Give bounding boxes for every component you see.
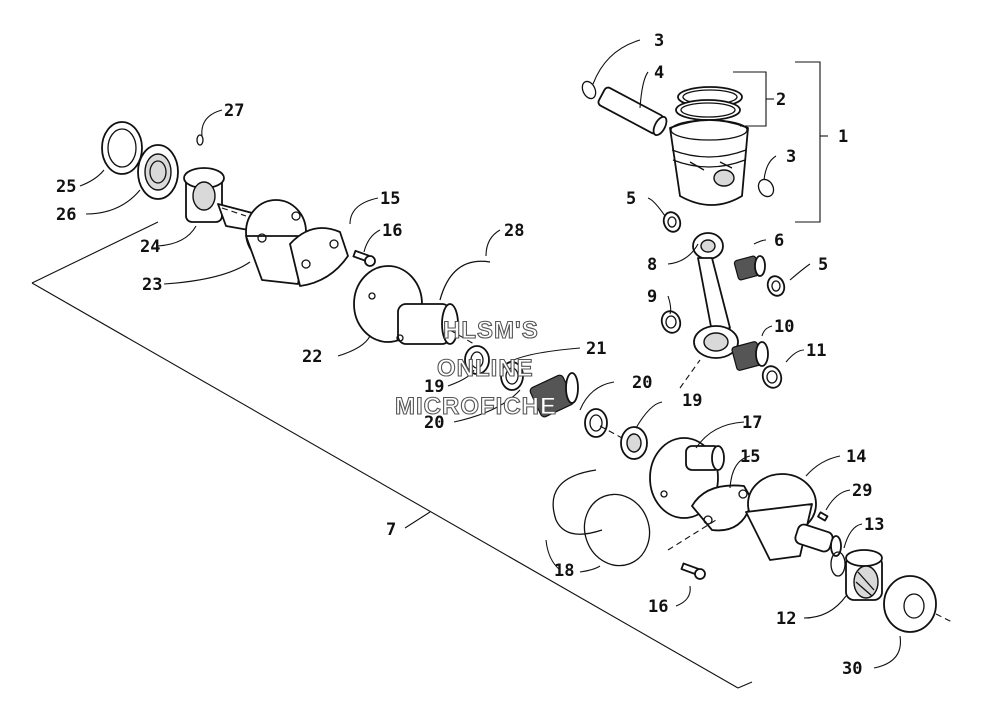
callout-1: 1 (838, 127, 848, 147)
callout-21: 21 (586, 339, 606, 359)
watermark-line-3: MICROFICHE (395, 393, 557, 420)
retaining-ring-18a (552, 469, 603, 535)
oil-seal-left (101, 121, 143, 175)
callout-20: 20 (424, 413, 444, 433)
callout-5: 5 (626, 189, 636, 209)
callout-16: 16 (382, 221, 402, 241)
piston (669, 119, 749, 206)
piston-pin-circlip (581, 80, 597, 100)
assembly-axis-lines (221, 207, 953, 623)
piston-pin-circlip (757, 178, 775, 198)
o-ring (830, 551, 846, 577)
callout-8: 8 (647, 255, 657, 275)
callout-4: 4 (654, 63, 664, 83)
leader-lines (79, 39, 902, 669)
crankshaft-assembly-bracket (31, 221, 753, 689)
thrust-washer-20-left (500, 361, 524, 391)
thrust-washer (662, 211, 682, 233)
callout-7: 7 (386, 520, 396, 540)
thrust-washer (766, 275, 786, 297)
screw-left (352, 249, 376, 267)
main-bearing-left (137, 144, 179, 200)
callout-3: 3 (786, 147, 796, 167)
oil-seal-right (883, 575, 937, 633)
callout-16: 16 (648, 597, 668, 617)
callout-5: 5 (818, 255, 828, 275)
callout-15: 15 (380, 189, 400, 209)
callout-20: 20 (632, 373, 652, 393)
piston-rings (675, 86, 743, 121)
watermark: HLSM'S ONLINE MICROFICHE (394, 316, 557, 420)
callout-10: 10 (774, 317, 794, 337)
connecting-rod (692, 232, 739, 359)
right-crankshaft-group (552, 437, 937, 633)
watermark-line-1: HLSM'S (443, 317, 539, 344)
callout-12: 12 (776, 609, 796, 629)
callout-13: 13 (864, 515, 884, 535)
crank-pin-group (464, 345, 648, 460)
right-crank-half (745, 473, 842, 561)
left-crankshaft-group (101, 121, 491, 345)
callout-labels: 1 2 3 3 4 5 5 6 7 8 9 10 11 12 13 14 15 … (56, 31, 884, 679)
main-bearing-right (845, 549, 883, 601)
woodruff-key (817, 511, 829, 522)
callout-18: 18 (554, 561, 574, 581)
callout-24: 24 (140, 237, 160, 257)
thrust-washer-20-right (584, 408, 608, 438)
crank-flange-left (289, 227, 349, 287)
callout-2: 2 (776, 90, 786, 110)
callout-17: 17 (742, 413, 762, 433)
screw-right (680, 562, 706, 580)
crank-pin-needle-bearing (529, 372, 579, 418)
thrust-washer-19-left (464, 345, 490, 375)
callout-9: 9 (647, 287, 657, 307)
callout-22: 22 (302, 347, 322, 367)
callout-29: 29 (852, 481, 872, 501)
callout-28: 28 (504, 221, 524, 241)
connecting-rod-group (660, 211, 786, 389)
inner-bearing-left (183, 167, 225, 223)
big-end-needle-bearing (731, 341, 769, 371)
callout-6: 6 (774, 231, 784, 251)
big-end-washer (761, 365, 783, 389)
small-end-needle-bearing (733, 255, 766, 281)
callout-11: 11 (806, 341, 826, 361)
retaining-ring (439, 260, 491, 301)
callout-23: 23 (142, 275, 162, 295)
watermark-line-2: ONLINE (437, 355, 534, 382)
callout-19: 19 (682, 391, 702, 411)
piston-group (581, 61, 828, 223)
callout-30: 30 (842, 659, 862, 679)
crank-flywheel-left (353, 265, 459, 345)
callout-3: 3 (654, 31, 664, 51)
big-end-washer (660, 310, 682, 334)
callout-14: 14 (846, 447, 866, 467)
retaining-ring-18b (583, 493, 651, 567)
callout-25: 25 (56, 177, 76, 197)
callout-15: 15 (740, 447, 760, 467)
crank-pin-key (196, 134, 204, 146)
piston-pin (597, 86, 668, 136)
callout-26: 26 (56, 205, 76, 225)
callout-19: 19 (424, 377, 444, 397)
callout-27: 27 (224, 101, 244, 121)
